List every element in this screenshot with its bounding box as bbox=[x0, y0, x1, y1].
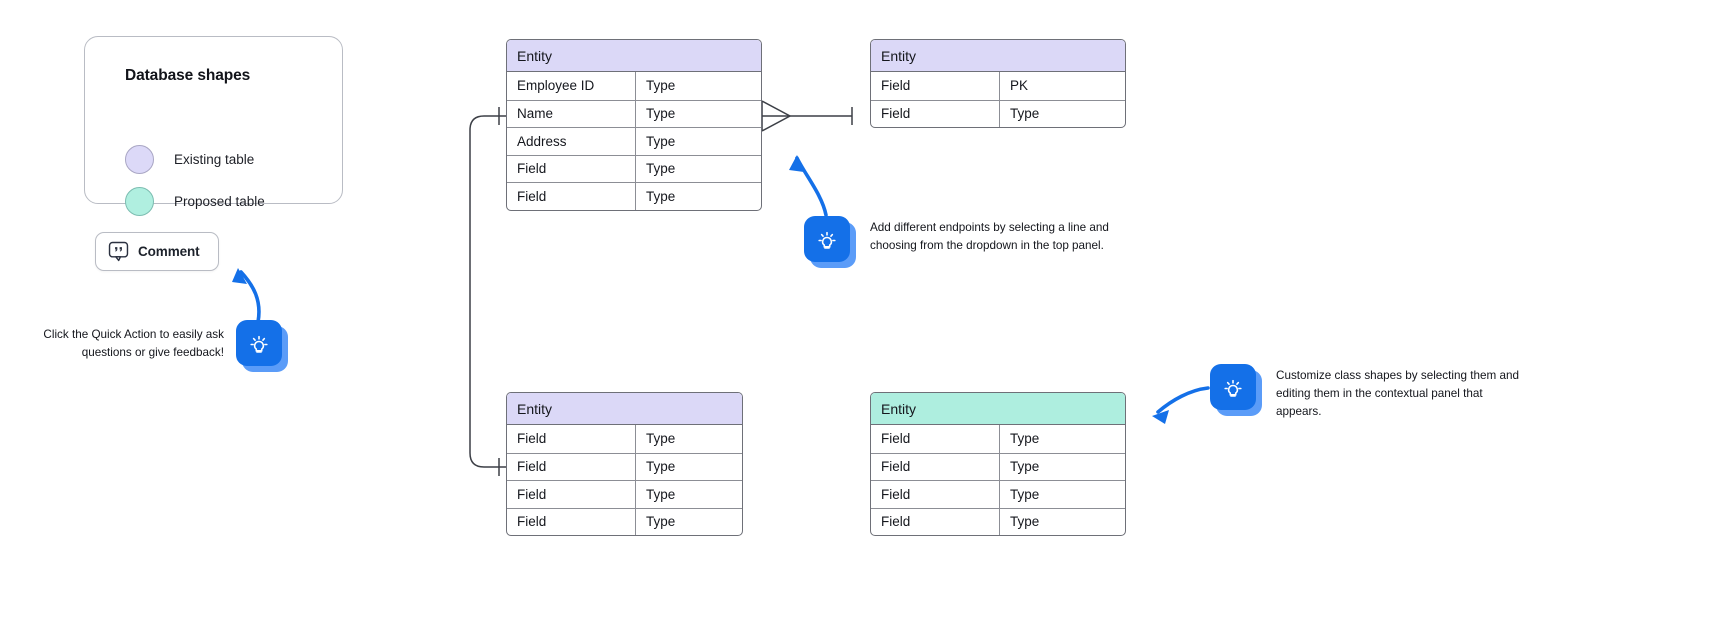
connector-left-elbow bbox=[469, 115, 506, 468]
arrow-customize-head bbox=[1152, 410, 1169, 424]
arrow-endpoints-curve bbox=[795, 156, 828, 217]
field-cell: Field bbox=[871, 72, 1000, 100]
field-cell: Field bbox=[871, 100, 1000, 127]
field-cell: Field bbox=[507, 508, 636, 535]
arrow-customize-curve bbox=[1156, 386, 1210, 414]
legend-title: Database shapes bbox=[125, 67, 251, 84]
type-cell: Type bbox=[646, 459, 676, 475]
table-row[interactable]: Address Type bbox=[507, 127, 761, 155]
field-cell: Field bbox=[507, 481, 636, 508]
table-row[interactable]: Field Type bbox=[507, 425, 742, 453]
field-cell: Field bbox=[871, 508, 1000, 535]
type-cell: Type bbox=[1010, 486, 1040, 502]
table-row[interactable]: Field Type bbox=[871, 99, 1125, 127]
field-cell: Field bbox=[507, 183, 636, 210]
type-cell: Type bbox=[1010, 459, 1040, 475]
entity-table-pk[interactable]: Entity Field PK Field Type bbox=[870, 39, 1126, 128]
entity-header: Entity bbox=[507, 40, 761, 72]
entity-header: Entity bbox=[871, 40, 1125, 72]
type-cell: Type bbox=[646, 133, 676, 149]
crows-foot-endpoint bbox=[761, 100, 792, 132]
table-row[interactable]: Field Type bbox=[871, 480, 1125, 508]
lightbulb-icon bbox=[236, 320, 288, 372]
type-cell: Type bbox=[1010, 514, 1040, 530]
tip-text: Click the Quick Action to easily ask que… bbox=[43, 328, 224, 359]
comment-button-label: Comment bbox=[138, 244, 200, 259]
type-cell: Type bbox=[646, 78, 676, 94]
entity-header: Entity bbox=[507, 393, 742, 425]
comment-button[interactable]: Comment bbox=[95, 232, 219, 271]
field-cell: Field bbox=[507, 155, 636, 182]
table-row[interactable]: Field Type bbox=[507, 182, 761, 210]
field-cell: Field bbox=[871, 425, 1000, 453]
table-row[interactable]: Field Type bbox=[507, 480, 742, 508]
field-cell: Field bbox=[507, 425, 636, 453]
table-row[interactable]: Field Type bbox=[507, 154, 761, 182]
table-row[interactable]: Name Type bbox=[507, 99, 761, 127]
type-cell: Type bbox=[1010, 431, 1040, 447]
field-cell: Field bbox=[507, 453, 636, 480]
lightbulb-icon bbox=[804, 216, 856, 268]
type-cell: Type bbox=[1010, 106, 1040, 122]
entity-header: Entity bbox=[871, 393, 1125, 425]
table-row[interactable]: Field Type bbox=[507, 507, 742, 535]
existing-table-swatch bbox=[125, 145, 154, 174]
type-cell: Type bbox=[646, 106, 676, 122]
table-row[interactable]: Field Type bbox=[871, 425, 1125, 453]
table-row[interactable]: Employee ID Type bbox=[507, 72, 761, 100]
field-cell: Field bbox=[871, 481, 1000, 508]
type-cell: Type bbox=[646, 431, 676, 447]
type-cell: Type bbox=[646, 486, 676, 502]
arrow-quick-action-curve bbox=[239, 270, 261, 324]
type-cell: Type bbox=[646, 514, 676, 530]
lightbulb-icon bbox=[1210, 364, 1262, 416]
entity-table-bottom-right[interactable]: Entity Field Type Field Type Field Type … bbox=[870, 392, 1126, 536]
proposed-table-swatch bbox=[125, 187, 154, 216]
entity-table-bottom-left[interactable]: Entity Field Type Field Type Field Type … bbox=[506, 392, 743, 536]
field-cell: Address bbox=[507, 128, 636, 155]
type-cell: Type bbox=[646, 161, 676, 177]
legend-card[interactable]: Database shapes Existing table Proposed … bbox=[84, 36, 343, 216]
table-row[interactable]: Field Type bbox=[507, 452, 742, 480]
type-cell: PK bbox=[1010, 78, 1029, 94]
quote-bubble-icon bbox=[108, 241, 129, 262]
legend-item-proposed-table: Proposed table bbox=[125, 187, 265, 216]
tip-callout-customize[interactable]: Customize class shapes by selecting them… bbox=[1210, 364, 1521, 420]
legend-label-proposed: Proposed table bbox=[174, 194, 265, 209]
field-cell: Name bbox=[507, 100, 636, 127]
type-cell: Type bbox=[646, 188, 676, 204]
tip-callout-endpoints[interactable]: Add different endpoints by selecting a l… bbox=[804, 216, 1118, 268]
legend-label-existing: Existing table bbox=[174, 152, 255, 167]
field-cell: Field bbox=[871, 453, 1000, 480]
arrow-endpoints-head bbox=[789, 155, 804, 172]
tip-text: Customize class shapes by selecting them… bbox=[1276, 369, 1519, 418]
table-row[interactable]: Field PK bbox=[871, 72, 1125, 100]
table-row[interactable]: Field Type bbox=[871, 507, 1125, 535]
table-row[interactable]: Field Type bbox=[871, 452, 1125, 480]
entity-table-employee[interactable]: Entity Employee ID Type Name Type Addres… bbox=[506, 39, 762, 211]
arrow-quick-action-head bbox=[232, 268, 247, 284]
field-cell: Employee ID bbox=[507, 72, 636, 100]
tip-text: Add different endpoints by selecting a l… bbox=[870, 221, 1109, 252]
tip-callout-quick-action[interactable]: Click the Quick Action to easily ask que… bbox=[28, 320, 288, 372]
legend-item-existing-table: Existing table bbox=[125, 145, 254, 174]
